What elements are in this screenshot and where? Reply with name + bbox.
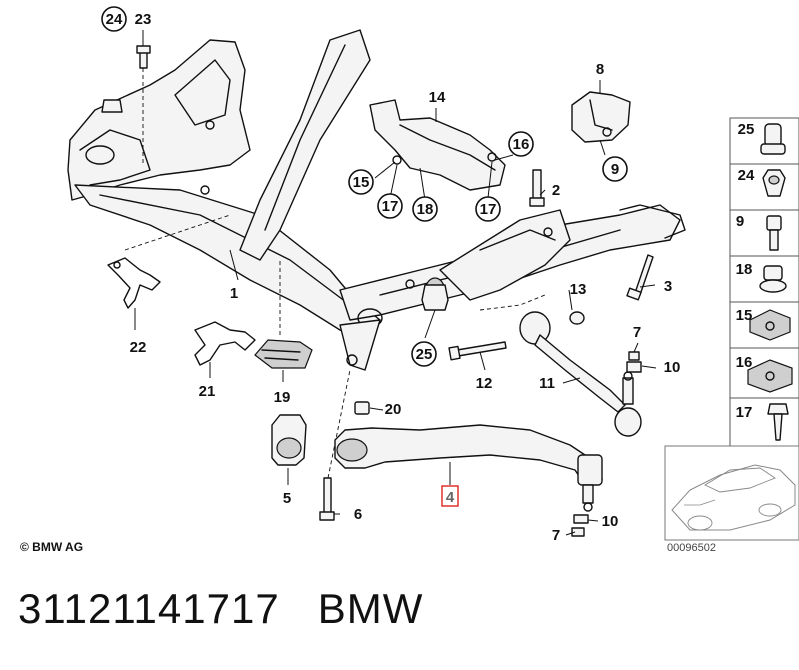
label-2: 2 bbox=[552, 182, 560, 199]
label-9: 9 bbox=[611, 161, 619, 178]
sidebar-label-15: 15 bbox=[736, 307, 753, 324]
bush-part-25-upper bbox=[421, 284, 449, 311]
label-10-upper: 10 bbox=[664, 359, 681, 376]
bolt-part-2 bbox=[529, 169, 545, 207]
sidebar-label-18: 18 bbox=[736, 261, 753, 278]
sidebar-label-24: 24 bbox=[738, 167, 755, 184]
heat-shield-part bbox=[369, 99, 506, 191]
label-11: 11 bbox=[539, 375, 555, 392]
label-24: 24 bbox=[106, 11, 123, 28]
label-6: 6 bbox=[354, 506, 362, 523]
hardware-sidebar: 25 24 9 18 15 16 17 bbox=[729, 117, 799, 447]
nut-part-10-upper bbox=[626, 351, 642, 373]
label-7-lower: 7 bbox=[552, 527, 560, 544]
screw-icon bbox=[767, 403, 789, 441]
sidebar-label-17: 17 bbox=[736, 404, 753, 421]
sidebar-label-25: 25 bbox=[738, 121, 755, 138]
bolt-part-23 bbox=[101, 45, 151, 165]
label-7-upper: 7 bbox=[633, 324, 641, 341]
sidebar-label-9: 9 bbox=[736, 213, 744, 230]
bolt-part-12 bbox=[448, 341, 507, 361]
flange-nut-icon bbox=[759, 265, 787, 293]
part-number-caption: 31121141717 BMW bbox=[18, 585, 424, 632]
label-12: 12 bbox=[476, 375, 493, 392]
callouts: 24 23 1 22 21 19 5 6 20 25 12 11 13 7 10… bbox=[101, 6, 681, 544]
nut-part-20 bbox=[354, 401, 370, 415]
label-17-left: 17 bbox=[382, 198, 399, 215]
label-4-highlighted: 4 bbox=[446, 489, 455, 506]
label-20: 20 bbox=[385, 401, 402, 418]
label-10-lower: 10 bbox=[602, 513, 619, 530]
bolt-icon bbox=[766, 215, 782, 251]
clip-nut-alt-icon bbox=[747, 359, 793, 393]
label-17-right: 17 bbox=[480, 201, 497, 218]
bolt-part-3 bbox=[626, 254, 654, 301]
label-16: 16 bbox=[513, 136, 530, 153]
wishbone-part-4 bbox=[334, 424, 603, 512]
pad-part-19 bbox=[254, 260, 313, 369]
label-18: 18 bbox=[417, 201, 434, 218]
label-25: 25 bbox=[416, 346, 433, 363]
copyright-notice: © BMW AG bbox=[20, 540, 84, 554]
tension-strut-part-11 bbox=[479, 294, 642, 437]
clip-nut-icon bbox=[749, 309, 791, 341]
bush-part-5 bbox=[271, 414, 307, 466]
label-15: 15 bbox=[353, 174, 370, 191]
vehicle-thumbnail bbox=[664, 445, 799, 541]
label-21: 21 bbox=[199, 383, 216, 400]
subframe-assembly bbox=[67, 29, 686, 371]
highlight-box bbox=[441, 485, 459, 507]
label-13: 13 bbox=[570, 281, 587, 298]
label-3: 3 bbox=[664, 278, 672, 295]
label-23: 23 bbox=[135, 11, 152, 28]
nut-part-10-lower bbox=[571, 514, 589, 537]
bolt-part-6 bbox=[319, 369, 351, 521]
nut-icon bbox=[762, 169, 786, 197]
bush-icon bbox=[760, 123, 786, 155]
label-14: 14 bbox=[429, 89, 446, 106]
leader-lines bbox=[134, 30, 657, 536]
label-5: 5 bbox=[283, 490, 291, 507]
label-8: 8 bbox=[596, 61, 604, 78]
label-1: 1 bbox=[230, 285, 238, 302]
bracket-part-22 bbox=[107, 214, 231, 309]
label-19: 19 bbox=[274, 389, 291, 406]
label-22: 22 bbox=[130, 339, 147, 356]
sidebar-label-16: 16 bbox=[736, 354, 753, 371]
bracket-part-21 bbox=[194, 321, 256, 366]
bush-part-13 bbox=[569, 311, 585, 325]
bracket-part-8 bbox=[571, 91, 631, 143]
diagram-number: 00096502 bbox=[667, 542, 716, 554]
